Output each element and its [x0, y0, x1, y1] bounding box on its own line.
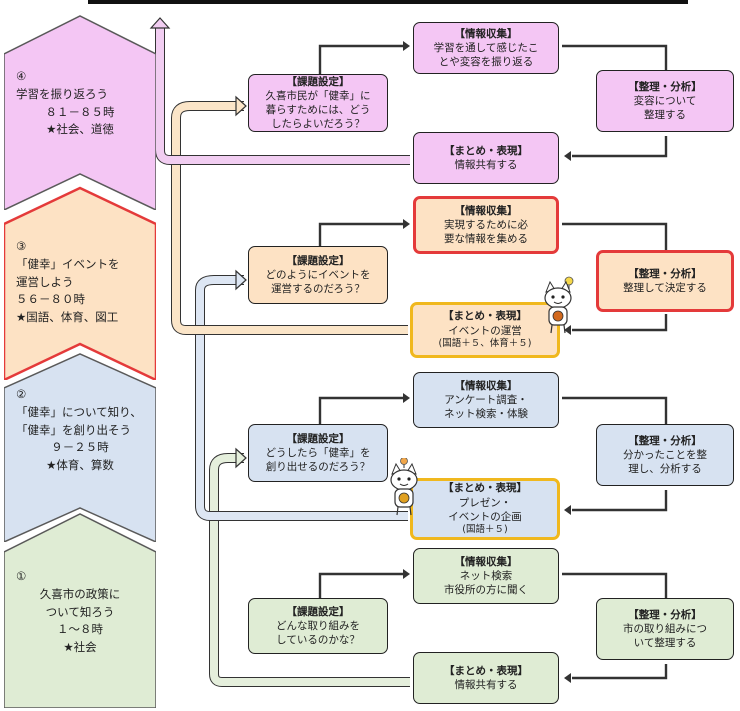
step-arrow — [318, 572, 404, 598]
phase-4-subjects: ★社会、道徳 — [46, 122, 114, 137]
p2-joho-box: 【情報収集】 アンケート調査・ ネット検索・体験 — [413, 372, 559, 428]
step-arrowhead — [403, 569, 410, 579]
p1-joho-box: 【情報収集】 ネット検索 市役所の方に聞く — [413, 548, 559, 604]
p4-joho-box: 【情報収集】 学習を通して感じたこ とや変容を振り返る — [413, 22, 559, 74]
p2-kadai-box: 【課題設定】 どうしたら「健幸」を 創り出せるのだろう？ — [248, 424, 388, 482]
arrowhead — [235, 447, 247, 469]
phase-3-title-1: 「健幸」イベントを — [16, 256, 120, 271]
step-arrow — [572, 490, 668, 512]
phase-2-title-1: 「健幸」について知り、 — [16, 404, 142, 419]
p2-seiri-box: 【整理・分析】 分かったことを整 理し、分析する — [596, 424, 734, 486]
phase-3-title-2: 運営しよう — [16, 274, 74, 289]
step-arrowhead — [403, 219, 410, 229]
phase-3-hours: ５６－８０時 — [16, 292, 85, 307]
phase-1-hours: １～８時 — [57, 622, 103, 637]
step-arrowhead — [564, 673, 571, 683]
phase-connector-arrow-fill — [210, 454, 410, 686]
step-arrow — [562, 396, 668, 428]
arrowhead — [235, 269, 247, 291]
step-arrow — [572, 314, 668, 332]
phase-4-hours: ８１－８５時 — [45, 104, 115, 119]
phase-connector-arrow-fill — [156, 24, 410, 164]
cat-mascot-icon — [390, 458, 418, 516]
phase-connector-arrow-fill — [196, 276, 408, 520]
phase-4-chevron: ④ 学習を振り返ろう ８１－８５時 ★社会、道徳 — [4, 14, 156, 210]
p3-kadai-box: 【課題設定】 どのようにイベントを 運営するのだろう？ — [248, 246, 388, 304]
p3-joho-box: 【情報収集】 実現するために必 要な情報を集める — [413, 196, 559, 254]
cat-mascot-icon — [544, 276, 574, 334]
phase-2-subjects: ★体育、算数 — [46, 458, 114, 473]
arrowhead — [149, 17, 171, 29]
p4-kadai-box: 【課題設定】 久喜市民が「健幸」に 暮らすためには、どう したらよいだろう？ — [248, 74, 388, 132]
step-arrow — [562, 44, 668, 74]
p1-matome-box: 【まとめ・表現】 情報共有する — [413, 652, 559, 704]
step-arrow — [572, 136, 668, 158]
p1-kadai-box: 【課題設定】 どんな取り組みを しているのかな？ — [248, 598, 388, 654]
step-arrowhead — [564, 151, 571, 161]
p1-seiri-box: 【整理・分析】 市の取り組みにつ いて整理する — [596, 598, 734, 660]
step-arrow — [318, 222, 404, 246]
step-arrowhead — [564, 325, 571, 335]
phase-2-title-2: 「健幸」を創り出そう — [16, 422, 131, 437]
p4-seiri-box: 【整理・分析】 変容について 整理する — [596, 70, 734, 132]
header-rule — [88, 0, 688, 4]
phase-4-title: 学習を振り返ろう — [16, 86, 108, 101]
phase-1-subjects: ★社会 — [63, 640, 97, 655]
phase-4-number: ④ — [16, 69, 27, 83]
step-arrowhead — [403, 41, 410, 51]
phase-3-subjects: ★国語、体育、図工 — [16, 310, 119, 325]
phase-2-number: ② — [16, 387, 27, 401]
step-arrow — [318, 44, 404, 74]
arrowhead — [235, 95, 247, 117]
p4-matome-box: 【まとめ・表現】 情報共有する — [413, 132, 559, 184]
phase-1-chevron: ① 久喜市の政策に ついて知ろう １～８時 ★社会 — [4, 512, 156, 708]
step-arrow — [572, 664, 668, 680]
p3-seiri-box: 【整理・分析】 整理して決定する — [596, 250, 734, 312]
step-arrowhead — [564, 505, 571, 515]
phase-2-chevron: ② 「健幸」について知り、 「健幸」を創り出そう ９－２５時 ★体育、算数 — [4, 352, 156, 542]
phase-2-hours: ９－２５時 — [51, 440, 109, 455]
p3-matome-box: 【まとめ・表現】 イベントの運営 (国語＋５、体育＋５) — [410, 302, 560, 358]
p2-matome-box: 【まとめ・表現】 プレゼン・ イベントの企画 (国語＋５) — [410, 478, 560, 540]
phase-3-number: ③ — [16, 239, 27, 253]
phase-1-title-2: ついて知ろう — [45, 604, 115, 619]
phase-1-number: ① — [16, 569, 27, 583]
phase-1-title-1: 久喜市の政策に — [39, 586, 121, 601]
step-arrow — [562, 572, 668, 602]
phase-connector-arrow-fill — [172, 102, 408, 334]
step-arrowhead — [403, 393, 410, 403]
phase-3-chevron: ③ 「健幸」イベントを 運営しよう ５６－８０時 ★国語、体育、図工 — [4, 186, 156, 380]
step-arrow — [318, 396, 404, 424]
step-arrow — [562, 222, 668, 252]
